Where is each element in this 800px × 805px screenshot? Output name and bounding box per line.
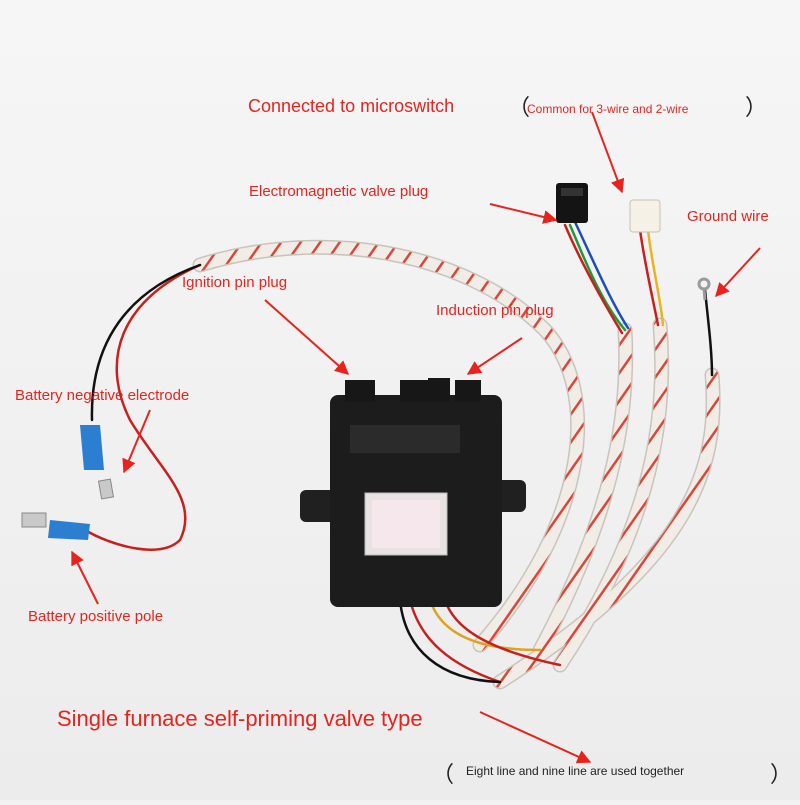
battery-positive-label: Battery positive pole xyxy=(28,608,164,625)
bottom-open-paren: （ xyxy=(432,763,455,788)
negative-blue-terminal xyxy=(80,425,104,470)
microswitch-connector xyxy=(629,199,661,233)
ignition-lead-sleeve xyxy=(194,241,584,651)
positive-blue-terminal xyxy=(48,520,90,540)
product-type-title: Single furnace self-priming valve type xyxy=(57,706,423,731)
thin-wires xyxy=(83,220,714,684)
valve-plug-label: Electromagnetic valve plug xyxy=(249,183,429,200)
induction-plug-label: Induction pin plug xyxy=(436,302,554,319)
ground-lead-sleeve xyxy=(494,369,720,688)
ignition-module xyxy=(300,378,526,607)
connectors xyxy=(21,183,711,540)
bottom-close-paren: ） xyxy=(770,763,793,788)
bottom-note: Eight line and nine line are used togeth… xyxy=(466,764,685,778)
annotation-arrows xyxy=(71,111,761,764)
valve-lead-sleeve xyxy=(534,324,632,656)
battery-negative-label: Battery negative electrode xyxy=(15,387,190,404)
battery-red-wire xyxy=(83,263,202,551)
ground-wire-label: Ground wire xyxy=(687,208,769,225)
sleeved-cables xyxy=(192,239,721,690)
open-paren: （ xyxy=(508,96,531,121)
battery-black-wire xyxy=(90,263,202,422)
microswitch-note: Common for 3-wire and 2-wire xyxy=(527,102,689,116)
microswitch-label: Connected to microswitch xyxy=(248,96,455,116)
ignition-plug-label: Ignition pin plug xyxy=(182,274,288,291)
close-paren: ） xyxy=(745,96,768,121)
